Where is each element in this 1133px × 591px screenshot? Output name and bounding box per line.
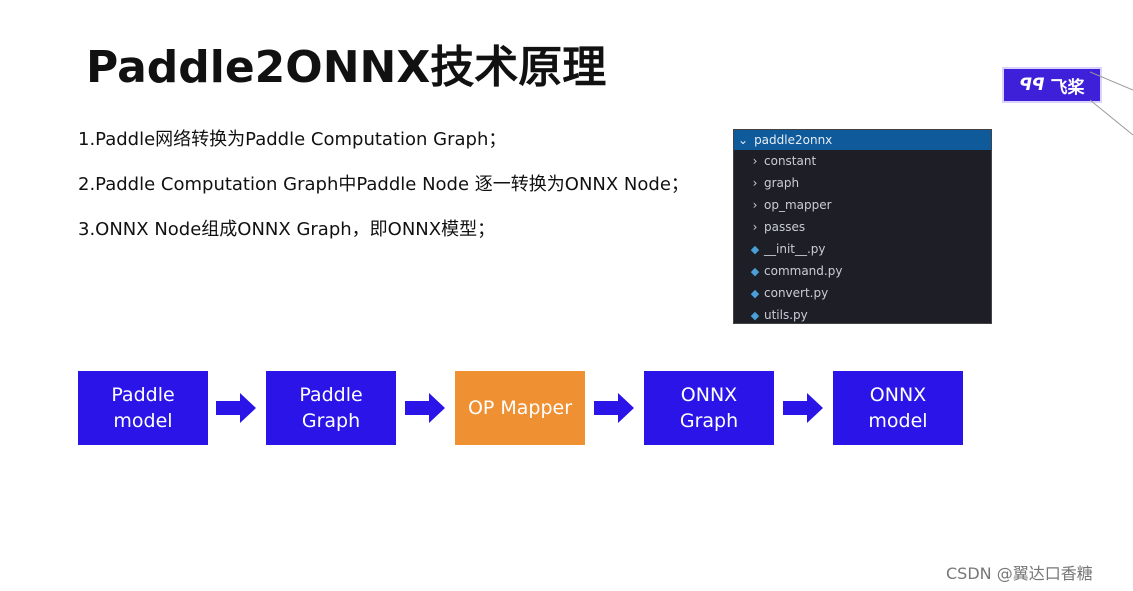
file-tree-screenshot: ⌄ paddle2onnx › constant › graph › op_mappe…	[733, 129, 992, 324]
tree-folder-label: graph	[764, 176, 800, 190]
python-file-icon: ◆	[750, 264, 760, 278]
tree-folder-label: passes	[764, 220, 806, 234]
flow-node-line: ONNX	[869, 384, 927, 406]
flow-node-line: model	[113, 410, 173, 432]
tree-folder-label: op_mapper	[764, 198, 832, 212]
tree-folder: › graph	[734, 172, 991, 194]
tree-file: ◆ command.py	[734, 260, 991, 282]
right-arrow-icon	[216, 393, 256, 423]
logo-text: 飞桨	[1050, 77, 1085, 98]
flow-node-onnx-model: ONNX model	[833, 371, 963, 445]
tree-file-label: convert.py	[764, 286, 829, 300]
flow-node-onnx-graph: ONNX Graph	[644, 371, 774, 445]
chevron-right-icon: ›	[752, 220, 758, 234]
chevron-down-icon: ⌄	[738, 133, 749, 147]
python-file-icon: ◆	[750, 286, 760, 300]
tree-file: ◆ __init__.py	[734, 238, 991, 260]
tree-folder: › constant	[734, 150, 991, 172]
slide-title: Paddle2ONNX技术原理	[86, 42, 607, 93]
right-arrow-icon	[405, 393, 445, 423]
bullet-item: 2.Paddle Computation Graph中Paddle Node 逐…	[78, 174, 689, 195]
bullet-item: 3.ONNX Node组成ONNX Graph，即ONNX模型；	[78, 219, 496, 240]
tree-root-label: paddle2onnx	[754, 133, 833, 147]
tree-file-label: command.py	[764, 264, 843, 278]
flow-node-line: ONNX	[680, 384, 738, 406]
tree-root: ⌄ paddle2onnx	[734, 130, 991, 150]
flow-node-line: Paddle	[111, 384, 175, 406]
tree-file-label: utils.py	[764, 308, 808, 322]
flow-node-line: OP Mapper	[467, 397, 573, 419]
flow-node-line: Graph	[679, 410, 739, 432]
python-file-icon: ◆	[750, 242, 760, 256]
logo-mark-icon: ꟼꟼ	[1019, 75, 1045, 95]
chevron-right-icon: ›	[752, 198, 758, 212]
chevron-right-icon: ›	[752, 154, 758, 168]
tree-folder: › op_mapper	[734, 194, 991, 216]
right-arrow-icon	[783, 393, 823, 423]
flow-node-line: Paddle	[299, 384, 363, 406]
bullet-list: 1.Paddle网络转换为Paddle Computation Graph； 2…	[78, 125, 689, 260]
tree-file: ◆ convert.py	[734, 282, 991, 304]
chevron-right-icon: ›	[752, 176, 758, 190]
tree-folder: › passes	[734, 216, 991, 238]
paddlepaddle-logo: ꟼꟼ 飞桨	[1004, 69, 1100, 101]
flow-node-line: Graph	[301, 410, 361, 432]
python-file-icon: ◆	[750, 308, 760, 322]
logo-decoration-lines	[1090, 71, 1133, 136]
flow-node-line: model	[868, 410, 928, 432]
tree-folder-label: constant	[764, 154, 817, 168]
right-arrow-icon	[594, 393, 634, 423]
flow-node-paddle-model: Paddle model	[78, 371, 208, 445]
tree-file-label: __init__.py	[764, 242, 826, 256]
tree-file: ◆ utils.py	[734, 304, 991, 323]
bullet-item: 1.Paddle网络转换为Paddle Computation Graph；	[78, 129, 507, 150]
flow-node-op-mapper: OP Mapper	[455, 371, 585, 445]
watermark: CSDN @翼达口香糖	[946, 564, 1093, 583]
